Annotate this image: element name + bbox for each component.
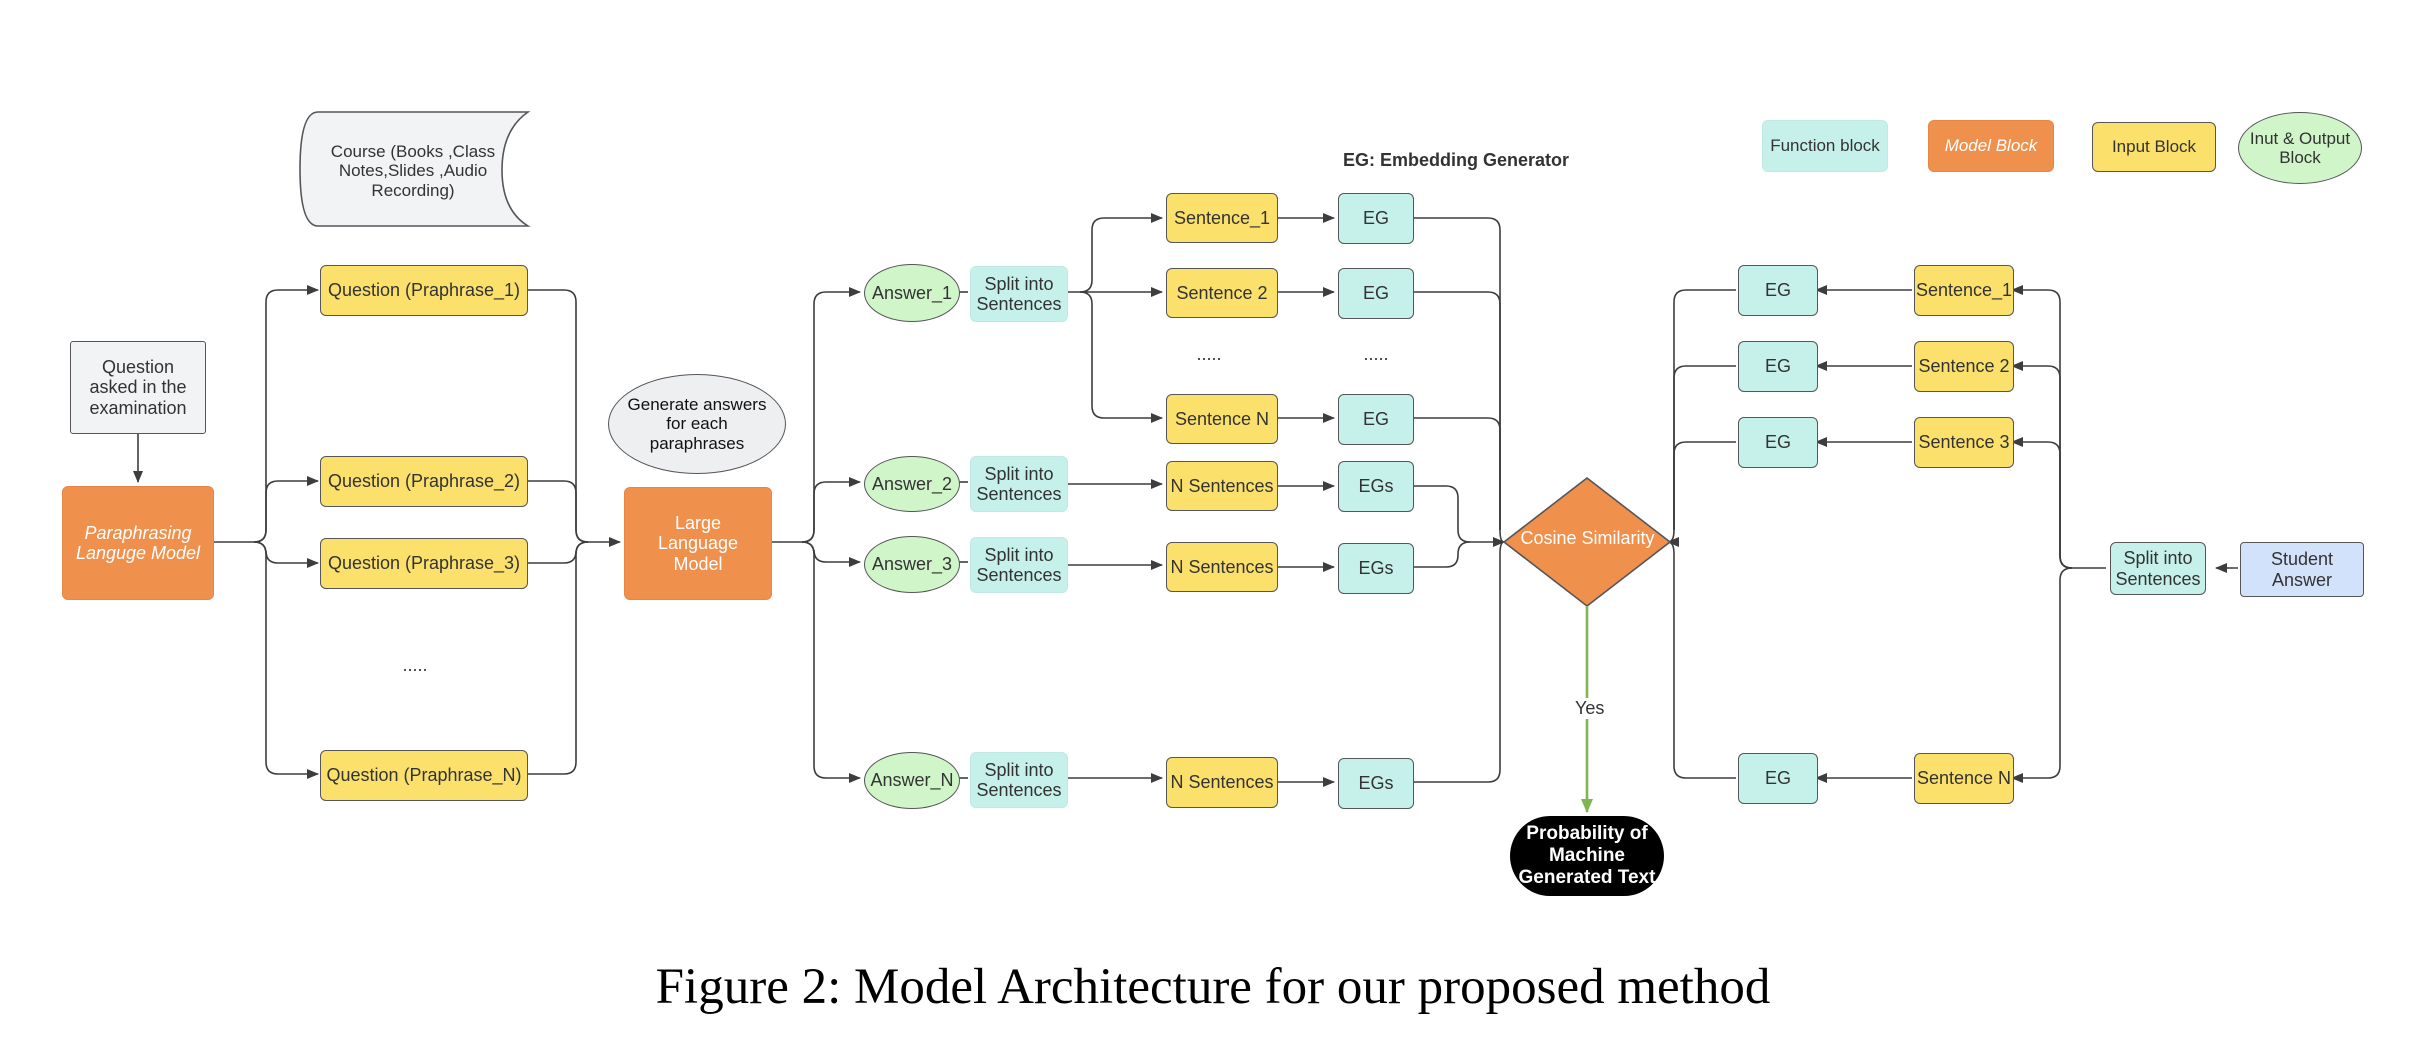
connector-q1-to-llm	[528, 289, 621, 547]
legend-io-block: Inut & Output Block	[2238, 112, 2362, 184]
course-label: Course (Books ,Class Notes,Slides ,Audio…	[330, 142, 496, 200]
connector-seg-to-cosine	[1667, 289, 1736, 547]
connector-paraphraser-to-q2	[253, 476, 319, 543]
split-sentences-student: Split into Sentences	[2110, 542, 2206, 595]
eg-answer1-sentence-n: EG	[1338, 394, 1414, 445]
questions-ellipsis: .....	[402, 655, 428, 675]
student-sentence-n: Sentence N	[1914, 753, 2014, 804]
connector-split-to-ss3	[2011, 437, 2073, 569]
answern-n-sentences: N Sentences	[1166, 757, 1278, 808]
eg-student-sentence-2: EG	[1738, 341, 1818, 392]
connector-split1-to-sentencen	[1079, 291, 1163, 423]
connector-paraphraser-to-qn	[253, 541, 319, 779]
connector-split-to-ss2	[2011, 361, 2073, 569]
answer-3: Answer_3	[864, 536, 960, 593]
legend-input-block: Input Block	[2092, 122, 2216, 172]
connector-split-to-ss1	[2011, 285, 2106, 569]
egs-answer-2: EGs	[1338, 461, 1414, 512]
connector-qn-to-llm	[528, 541, 589, 775]
legend-model-block: Model Block	[1928, 120, 2054, 172]
eg-student-sentence-3: EG	[1738, 417, 1818, 468]
student-sentence-1: Sentence_1	[1914, 265, 2014, 316]
cosine-similarity-label: Cosine Similarity	[1520, 528, 1655, 548]
split-sentences-answer-n: Split into Sentences	[970, 752, 1068, 808]
eg-answer1-sentence-2: EG	[1338, 268, 1414, 319]
machine-generated-probability-output: Probability of Machine Generated Text	[1510, 816, 1664, 896]
paraphrasing-model-block: Paraphrasing Languge Model	[62, 486, 214, 600]
connector-llm-to-a2	[801, 477, 861, 543]
student-sentence-2: Sentence 2	[1914, 341, 2014, 392]
connector-q2-to-llm	[528, 480, 589, 543]
answer3-n-sentences: N Sentences	[1166, 542, 1278, 592]
answer1-sentence-2: Sentence 2	[1166, 268, 1278, 318]
connector-llm-to-an	[801, 541, 861, 783]
generate-answers-note: Generate answers for each paraphrases	[608, 374, 786, 474]
question-paraphrase-n: Question (Praphrase_N)	[320, 750, 528, 801]
question-paraphrase-3: Question (Praphrase_3)	[320, 538, 528, 589]
question-paraphrase-2: Question (Praphrase_2)	[320, 456, 528, 507]
eg-answer1-sentence-1: EG	[1338, 193, 1414, 244]
large-language-model-block: Large Language Model	[624, 487, 772, 600]
answer1-sentence-1: Sentence_1	[1166, 193, 1278, 243]
answer1-sentence-n: Sentence N	[1166, 394, 1278, 444]
answer2-n-sentences: N Sentences	[1166, 461, 1278, 511]
eg-legend-text: EG: Embedding Generator	[1343, 150, 1570, 170]
answer-2: Answer_2	[864, 456, 960, 512]
connector-split1-to-sentence1	[1066, 213, 1163, 293]
eg-student-sentence-n: EG	[1738, 753, 1818, 804]
connector-eg1-to-cosine	[1412, 217, 1505, 547]
exam-question-box: Question asked in the examination	[70, 341, 206, 434]
figure-caption: Figure 2: Model Architecture for our pro…	[655, 959, 1771, 1015]
eg-student-sentence-1: EG	[1738, 265, 1818, 316]
legend-function-block: Function block	[1762, 120, 1888, 172]
egs-answer-n: EGs	[1338, 758, 1414, 809]
answer-n: Answer_N	[864, 752, 960, 809]
egs-answer-3: EGs	[1338, 543, 1414, 594]
yes-label: Yes	[1573, 698, 1607, 719]
sentence-ellipsis: .....	[1196, 344, 1222, 364]
student-sentence-3: Sentence 3	[1914, 417, 2014, 468]
answer-1: Answer_1	[864, 264, 960, 322]
connector-split-to-ssn	[2011, 567, 2073, 783]
split-sentences-answer-1: Split into Sentences	[970, 266, 1068, 322]
split-sentences-answer-3: Split into Sentences	[970, 537, 1068, 593]
student-answer: Student Answer	[2240, 542, 2364, 597]
course-document-shape	[299, 111, 531, 227]
eg-ellipsis: .....	[1363, 344, 1389, 364]
split-sentences-answer-2: Split into Sentences	[970, 456, 1068, 512]
question-paraphrase-1: Question (Praphrase_1)	[320, 265, 528, 316]
